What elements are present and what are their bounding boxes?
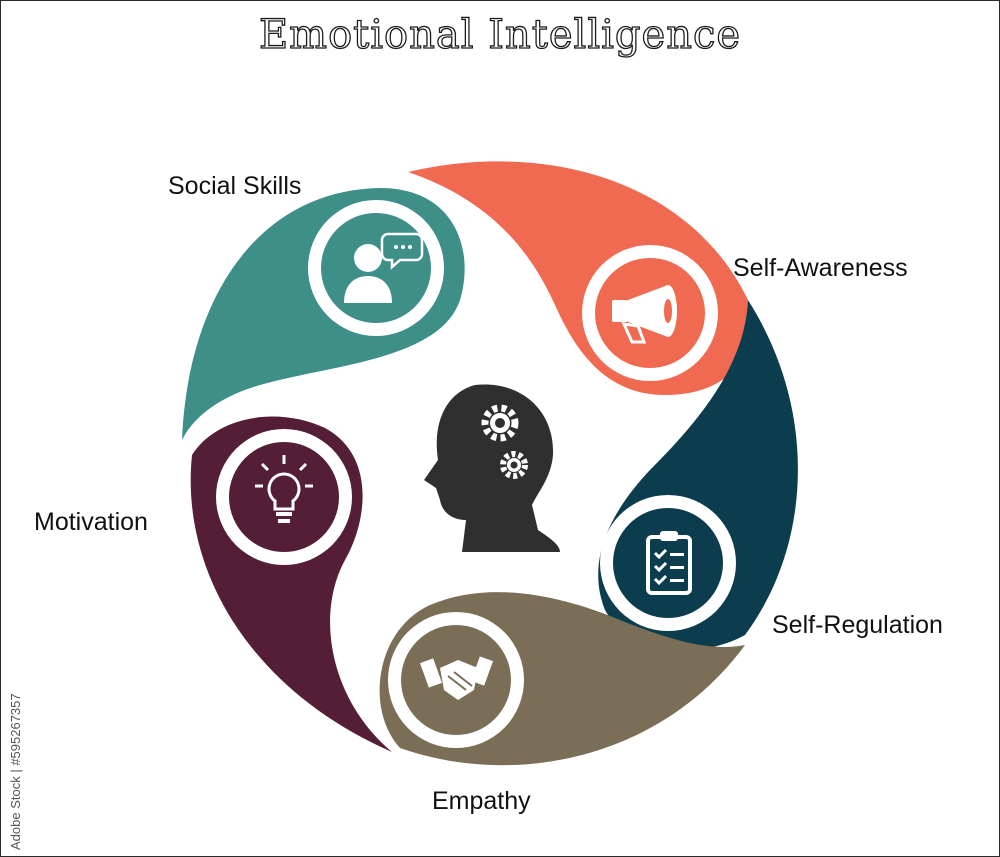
clipboard-checklist-icon: [646, 531, 692, 595]
gear-icon: [500, 451, 528, 479]
person-speech-icon: [344, 232, 424, 303]
head-gears-icon: [424, 384, 560, 552]
icon-circle-motivation: [216, 429, 352, 565]
megaphone-icon: [612, 285, 677, 344]
icon-circle-self-regulation: [600, 495, 736, 631]
handshake-icon: [419, 656, 494, 700]
stock-id-watermark: Adobe Stock | #595267357: [8, 693, 23, 850]
lightbulb-icon: [255, 455, 313, 523]
diagram-title: Emotional Intelligence: [258, 11, 742, 58]
label-motivation: Motivation: [34, 508, 148, 536]
label-empathy: Empathy: [432, 787, 531, 815]
label-self-awareness: Self-Awareness: [733, 254, 908, 282]
label-social-skills: Social Skills: [168, 172, 302, 200]
label-self-regulation: Self-Regulation: [772, 611, 943, 639]
gear-icon: [481, 404, 519, 442]
